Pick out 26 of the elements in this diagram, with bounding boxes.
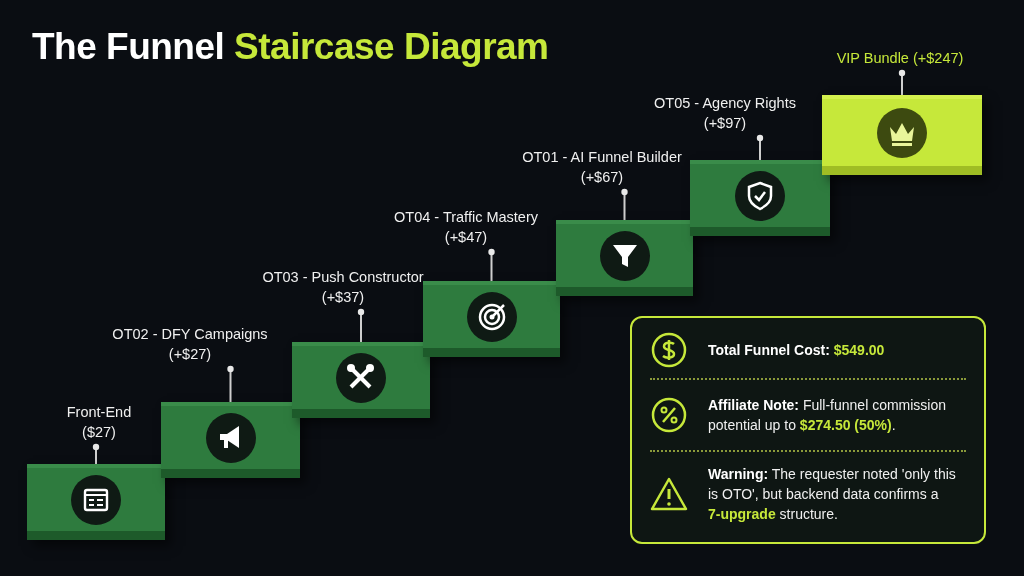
leader-line <box>756 134 764 161</box>
step-label: OT04 - Traffic Mastery (+$47) <box>380 207 552 247</box>
step-label: OT03 - Push Constructor (+$37) <box>250 267 436 307</box>
leader-line <box>227 365 234 403</box>
stair-step <box>27 464 165 540</box>
leader-line <box>898 69 906 96</box>
stair-step <box>161 402 300 478</box>
stair-step <box>423 281 560 357</box>
summary-panel <box>630 316 986 544</box>
note-text: Affiliate Note: Full-funnel commission potential up to $274.50 (50%). <box>708 396 948 435</box>
note-text: Warning: The requester noted 'only this is OTO', but backend data confirms a 7-upgrade structure. <box>708 465 957 524</box>
stair-step <box>556 220 693 296</box>
step-label: Front-End ($27) <box>56 402 142 442</box>
note-text: Total Funnel Cost: $549.00 <box>708 341 885 360</box>
step-label: OT05 - Agency Rights (+$97) <box>640 93 810 133</box>
stair-step <box>292 342 430 418</box>
leader-line <box>357 308 365 343</box>
leader-line <box>621 188 628 221</box>
title: The Funnel Staircase Diagram <box>32 26 549 68</box>
stair-step <box>690 160 830 236</box>
step-label: OT02 - DFY Campaigns (+$27) <box>110 324 270 364</box>
step-label: OT01 - AI Funnel Builder (+$67) <box>500 147 704 187</box>
leader-line <box>488 248 495 282</box>
leader-line <box>92 443 100 465</box>
step-label: VIP Bundle (+$247) <box>820 48 980 68</box>
stair-step <box>822 95 982 175</box>
